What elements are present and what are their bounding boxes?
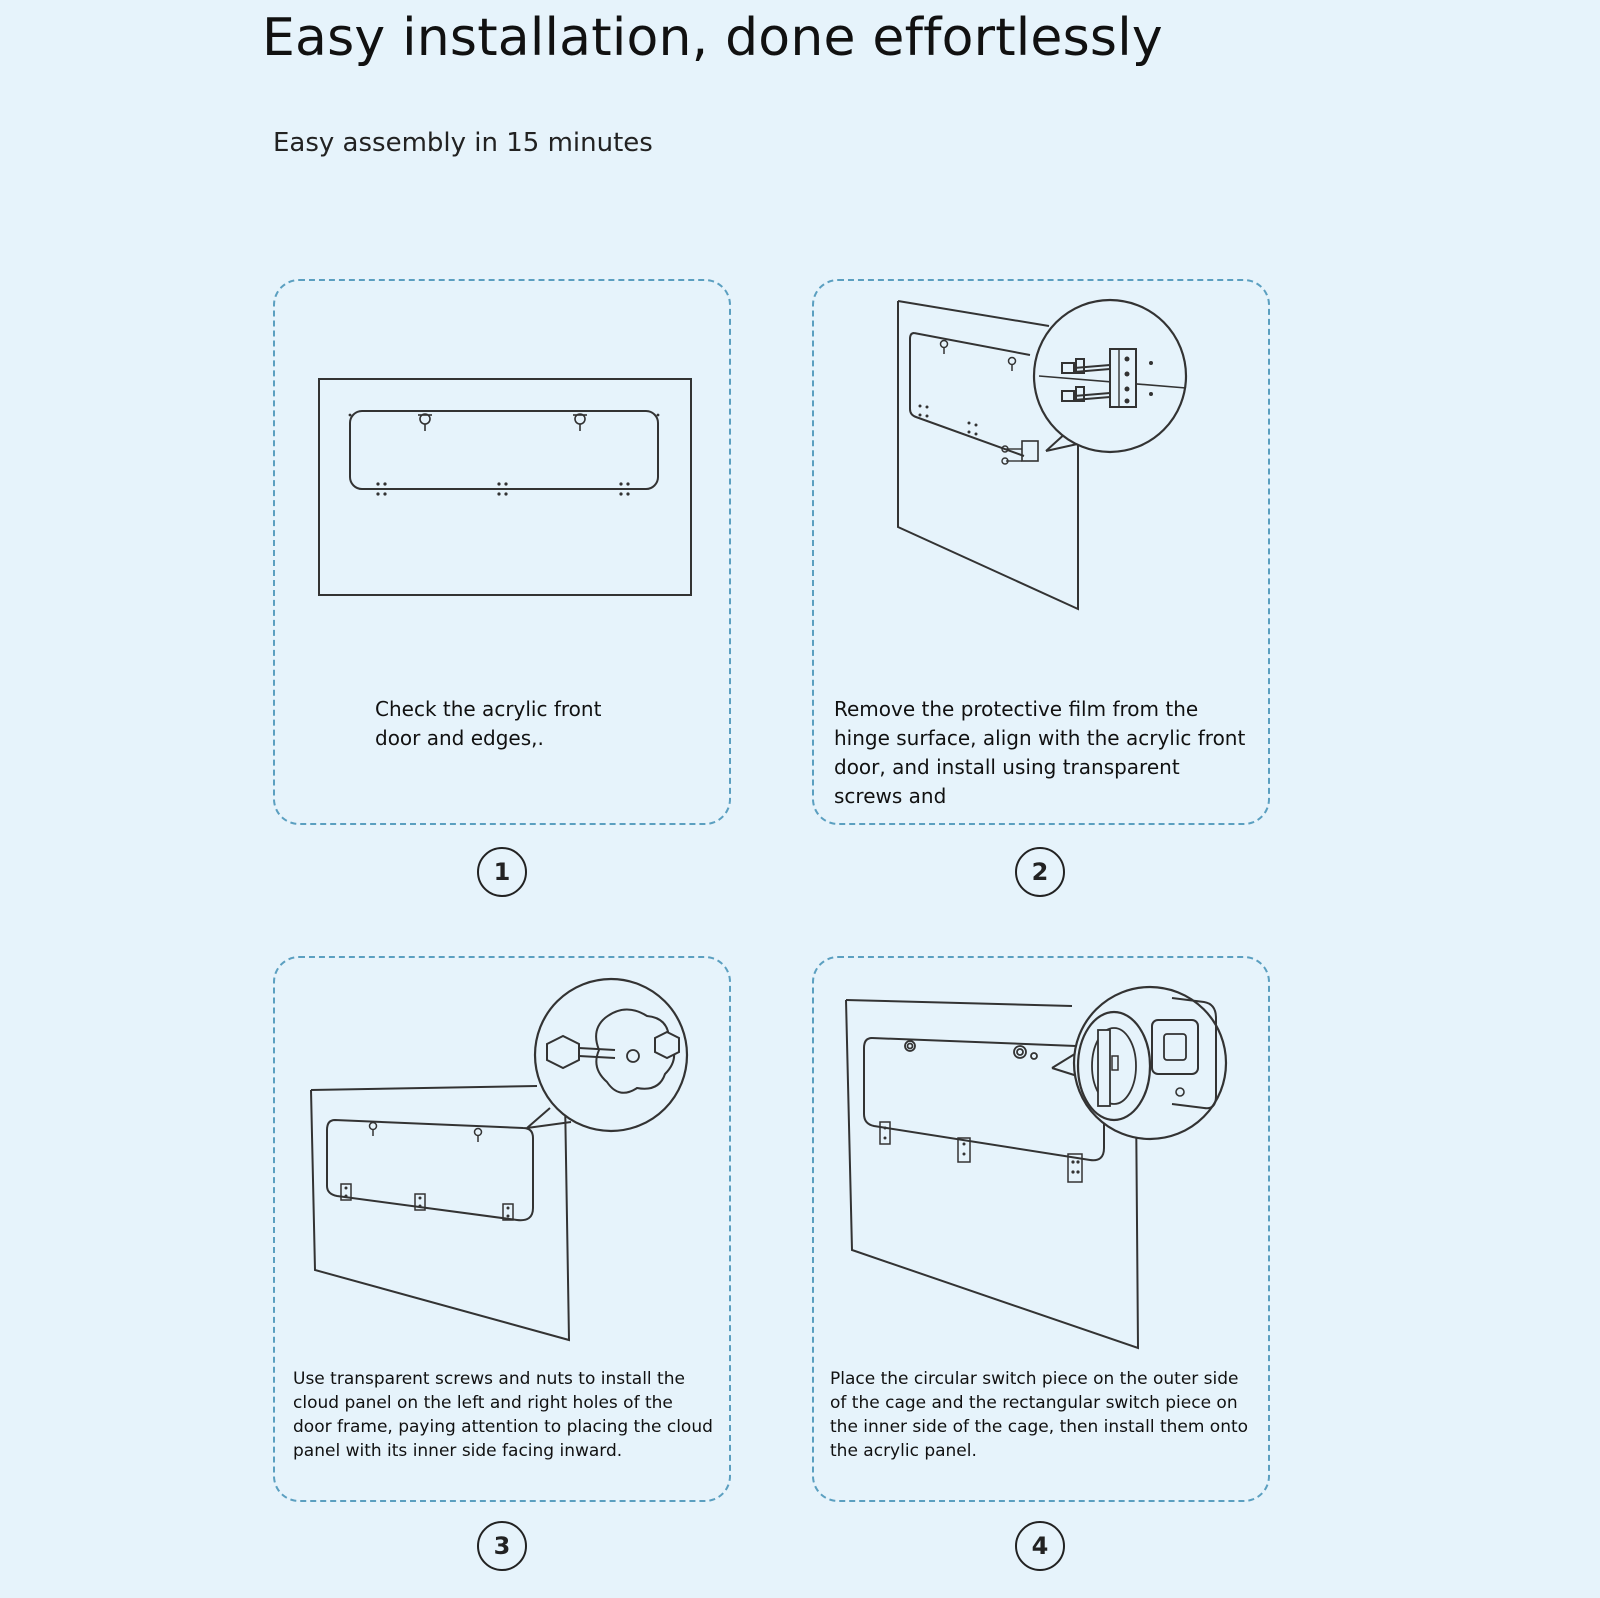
step-2-card: Remove the protective film from the hing… (812, 279, 1270, 825)
step-3-illustration (310, 977, 689, 1342)
step-2-illustration (897, 298, 1188, 611)
step-1-text: Check the acrylic front door and edges,. (375, 697, 602, 750)
step-1-card: Check the acrylic front door and edges,. (273, 279, 731, 825)
step-4-text: Place the circular switch piece on the o… (830, 1369, 1249, 1461)
step-2-text: Remove the protective film from the hing… (834, 697, 1246, 808)
page-subtitle: Easy assembly in 15 minutes (273, 128, 653, 158)
step-2-number: 2 (1015, 847, 1065, 897)
step-3-number: 3 (477, 1521, 527, 1571)
step-4-illustration (845, 985, 1228, 1350)
page-title: Easy installation, done effortlessly (262, 8, 1163, 68)
step-4-number: 4 (1015, 1521, 1065, 1571)
step-4-card: Place the circular switch piece on the o… (812, 956, 1270, 1502)
step-1-number: 1 (477, 847, 527, 897)
step-1-illustration (318, 378, 692, 596)
step-3-text: Use transparent screws and nuts to insta… (293, 1369, 713, 1461)
step-3-card: Use transparent screws and nuts to insta… (273, 956, 731, 1502)
